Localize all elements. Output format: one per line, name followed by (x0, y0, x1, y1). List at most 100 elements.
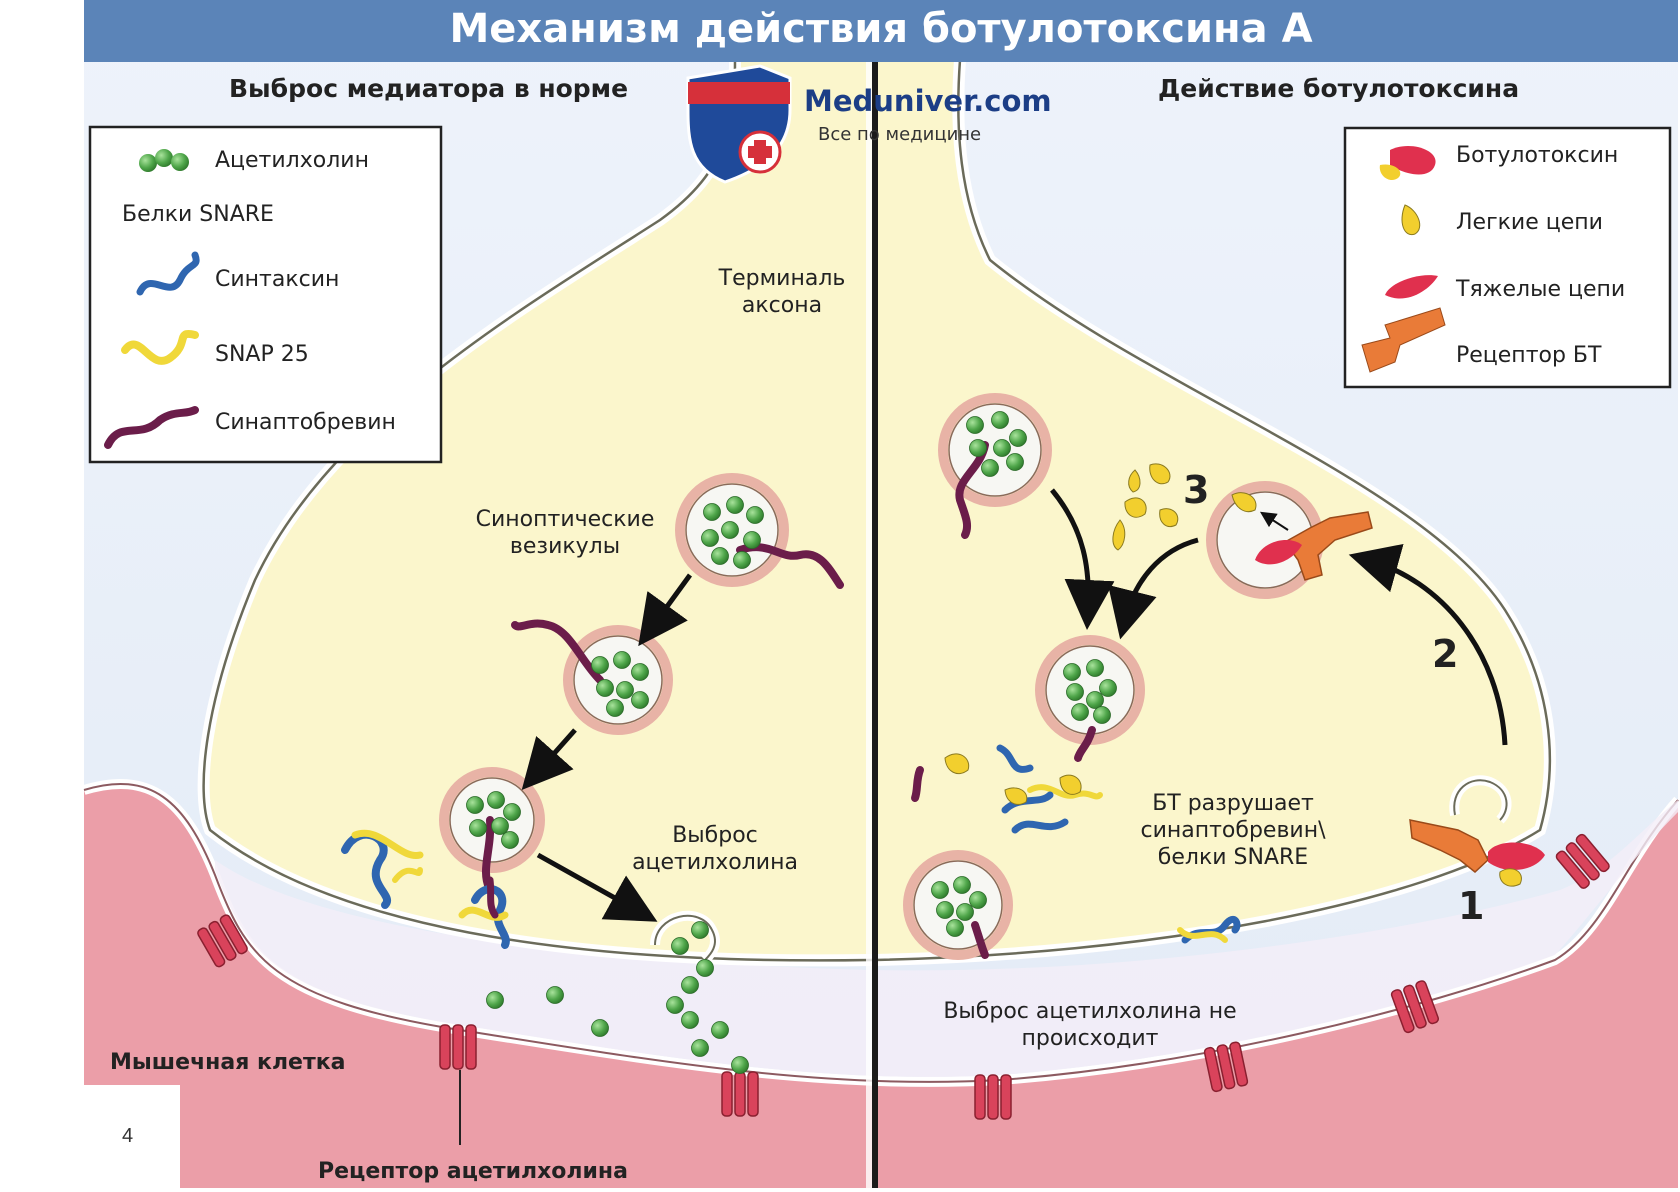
light-chain-escape-arrow (1259, 511, 1289, 531)
fusion-pore-left-outline (654, 914, 716, 961)
title-banner (84, 0, 1678, 62)
acetylcholine-molecule (696, 959, 714, 977)
acetylcholine-molecule (1009, 429, 1027, 447)
acetylcholine-molecule (691, 921, 709, 939)
left-panel-heading: Выброс медиатора в норме (229, 74, 629, 103)
endosome-bt-receptor (1283, 511, 1373, 581)
bt-receptor-membrane (1409, 819, 1489, 873)
page-title: Механизм действия ботулотоксина А (449, 6, 1313, 52)
acetylcholine-molecule (616, 681, 634, 699)
acetylcholine-molecule (631, 663, 649, 681)
legend-bt-receptor-label: Рецептор БТ (1456, 343, 1602, 368)
ach-receptor-right-1 (974, 1074, 1012, 1120)
legend-botulotoxin-label: Ботулотоксин (1456, 143, 1619, 168)
bound-heavy-chain (1488, 842, 1545, 871)
acetylcholine-molecule (1086, 659, 1104, 677)
legend-syntaxin-icon (136, 251, 200, 296)
acetylcholine-molecule (981, 459, 999, 477)
vesicle-2-synaptobrevin (511, 619, 604, 684)
acetylcholine-molecule (931, 881, 949, 899)
logo-tagline: Все по медицине (818, 124, 982, 145)
vesicle-right-2 (1035, 635, 1145, 745)
acetylcholine-molecule (606, 699, 624, 717)
legend-snap25-label: SNAP 25 (215, 342, 309, 367)
arrow-vesicle-1-to-2 (638, 573, 693, 647)
vesicle-right-3 (903, 850, 1013, 960)
arrow-vesicle-3-to-release (536, 852, 658, 922)
acetylcholine-molecule (596, 679, 614, 697)
legend-acetylcholine-label: Ацетилхолин (215, 148, 369, 173)
acetylcholine-molecule (969, 891, 987, 909)
release-label: Выброс ацетилхолина (632, 823, 798, 875)
ach-receptor-right-2 (1203, 1041, 1249, 1093)
acetylcholine-molecule (691, 1039, 709, 1057)
no-release-label: Выброс ацетилхолина не происходит (943, 999, 1237, 1051)
legend-synaptobrevin-icon (104, 406, 199, 449)
left-legend-box (88, 125, 443, 464)
muscle-membrane-outline (83, 782, 1679, 1083)
acetylcholine-molecule (1093, 706, 1111, 724)
free-light-chains (1112, 463, 1179, 551)
right-panel-heading: Действие ботулотоксина (1158, 74, 1520, 103)
acetylcholine-molecules (466, 411, 1117, 1074)
page-number-box: 4 (84, 1085, 180, 1188)
ach-receptor-left-3 (721, 1071, 759, 1117)
acetylcholine-molecule (711, 547, 729, 565)
legend-snare-header: Белки SNARE (122, 202, 274, 227)
acetylcholine-molecule (1099, 679, 1117, 697)
acetylcholine-molecule (743, 531, 761, 549)
acetylcholine-molecule (591, 1019, 609, 1037)
acetylcholine-molecule (1086, 691, 1104, 709)
ach-receptor-left-1 (197, 914, 248, 968)
vesicle-right-2-synaptobrevin-fragment (1074, 726, 1096, 762)
arrow-vesicle-right-1-down (1050, 488, 1115, 630)
acetylcholine-molecule (936, 901, 954, 919)
snare-complex-left-1 (341, 829, 424, 909)
receptor-label: Рецептор ацетилхолина (318, 1159, 628, 1184)
step-3-number: 3 (1183, 468, 1210, 512)
acetylcholine-molecule (487, 791, 505, 809)
vesicle-right-1-synaptobrevin (955, 441, 989, 539)
logo-name: Meduniver.com (804, 84, 1052, 118)
endosome-light-chain (1231, 492, 1257, 513)
muscle-cell (84, 783, 1678, 1188)
vesicles-label: Синоптические везикулы (475, 507, 655, 559)
acetylcholine-molecule (731, 1056, 749, 1074)
legend-botulotoxin-icon (1379, 145, 1436, 181)
acetylcholine-molecule (1006, 453, 1024, 471)
page-number: 4 (122, 1125, 134, 1147)
muscle-cell-label: Мышечная клетка (110, 1050, 346, 1075)
ach-receptor-left-2 (439, 1024, 477, 1070)
acetylcholine-molecule (966, 416, 984, 434)
step-2-number: 2 (1432, 632, 1459, 676)
acetylcholine-molecule (746, 506, 764, 524)
acetylcholine-molecule (711, 1021, 729, 1039)
acetylcholine-molecule (993, 439, 1011, 457)
vesicle-right-3-synaptobrevin-fragment (971, 921, 989, 959)
acetylcholine-molecule (613, 651, 631, 669)
acetylcholine-molecule (666, 996, 684, 1014)
legend-heavy-chain-icon (1385, 275, 1438, 299)
acetylcholine-molecule (733, 551, 751, 569)
axon-terminal-label: Терминаль аксона (718, 266, 846, 318)
legend-snap25-icon (121, 330, 199, 365)
acetylcholine-molecule (953, 876, 971, 894)
ach-receptor-right-3 (1390, 980, 1440, 1034)
acetylcholine-molecule (721, 521, 739, 539)
acetylcholine-molecule (701, 529, 719, 547)
acetylcholine-molecule (969, 439, 987, 457)
acetylcholine-molecule (546, 986, 564, 1004)
legend-synaptobrevin-label: Синаптобревин (215, 410, 396, 435)
acetylcholine-molecule (469, 819, 487, 837)
panel-divider-light (866, 62, 872, 1188)
acetylcholine-molecule (681, 976, 699, 994)
snare-complex-right (1177, 916, 1241, 944)
acetylcholine-molecule (726, 496, 744, 514)
acetylcholine-molecule (671, 937, 689, 955)
acetylcholine-molecule (501, 831, 519, 849)
ach-receptor-right-4 (1555, 833, 1610, 889)
legend-acetylcholine-icon (139, 149, 189, 172)
legend-syntaxin-label: Синтаксин (215, 267, 340, 292)
